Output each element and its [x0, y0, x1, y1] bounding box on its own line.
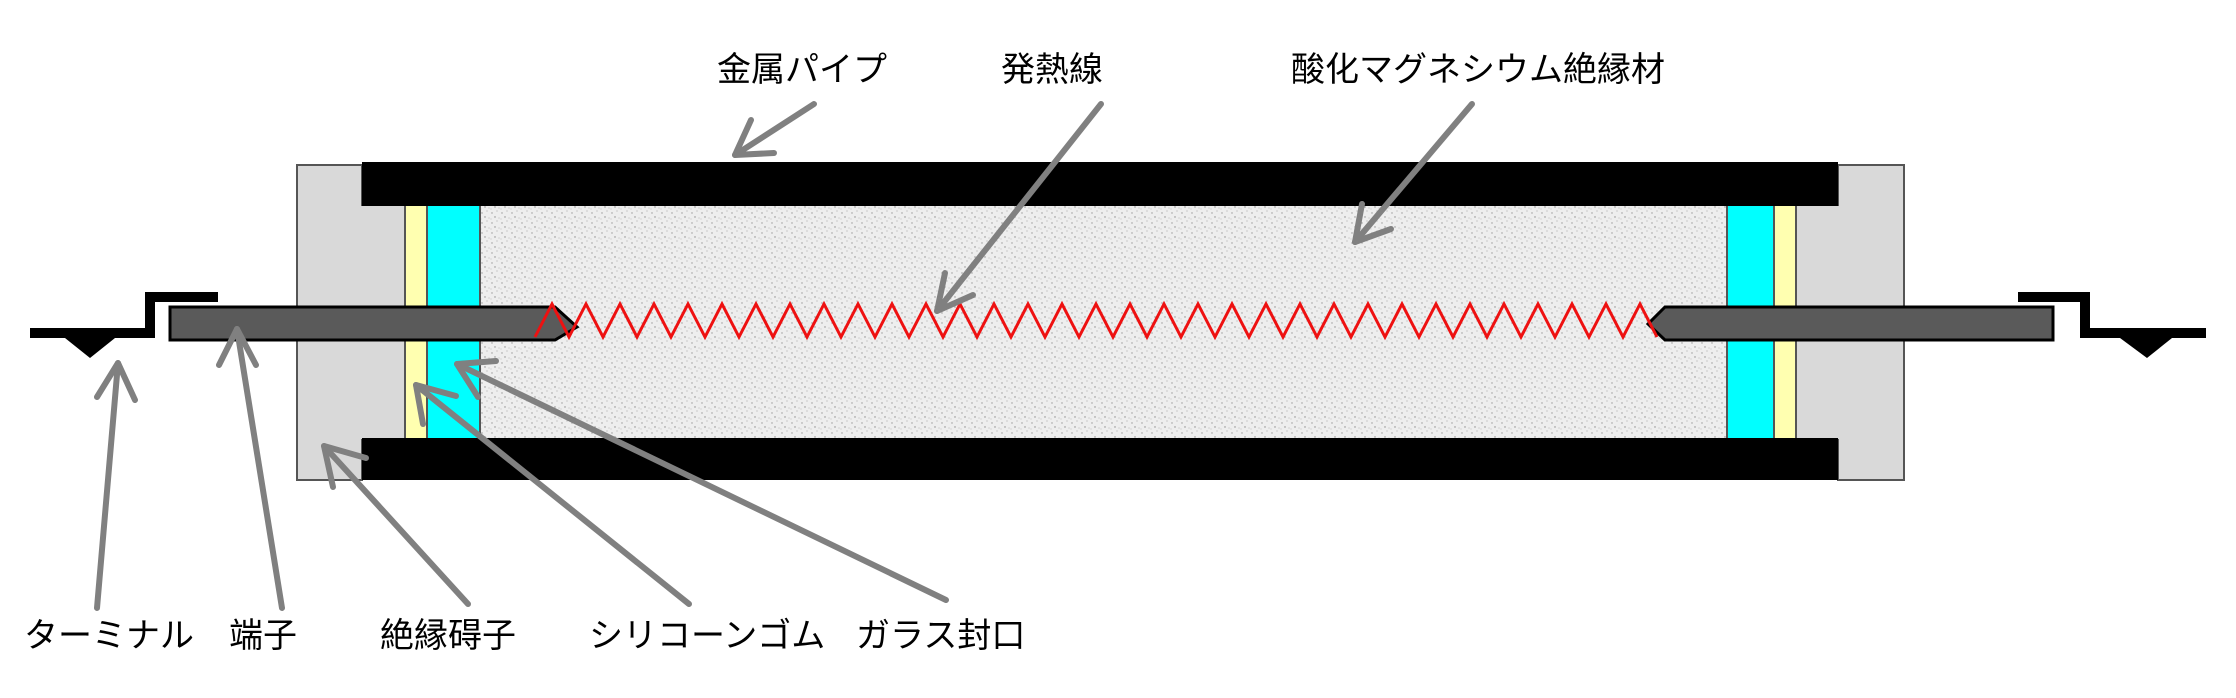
label-insulator: 絶縁碍子 [380, 616, 516, 656]
arrow-terminal [94, 360, 138, 611]
label-mgo-insulation: 酸化マグネシウム絶縁材 [1291, 50, 1665, 90]
metal-pipe-bottom [362, 438, 1838, 480]
label-terminal-pin: 端子 [229, 616, 297, 656]
right-terminal [2018, 292, 2206, 358]
arrow-metal-pipe [732, 101, 817, 158]
arrow-silicone [454, 358, 949, 603]
arrow-heating-wire [934, 101, 1104, 314]
label-heating-wire: 発熱線 [1001, 50, 1103, 90]
arrow-insulator [321, 443, 471, 607]
label-metal-pipe: 金属パイプ [717, 50, 887, 90]
arrow-mgo [1352, 101, 1475, 245]
label-glass-seal: ガラス封口 [856, 616, 1025, 656]
metal-pipe-top [362, 162, 1838, 206]
left-terminal [30, 292, 218, 358]
label-terminal: ターミナル [24, 616, 194, 656]
heating-wire [533, 300, 1659, 341]
arrow-glass-seal [413, 382, 692, 607]
arrow-terminal-pin [216, 326, 285, 611]
label-silicone-rubber: シリコーンゴム [589, 616, 825, 656]
right-terminal-pin [1645, 305, 2055, 342]
